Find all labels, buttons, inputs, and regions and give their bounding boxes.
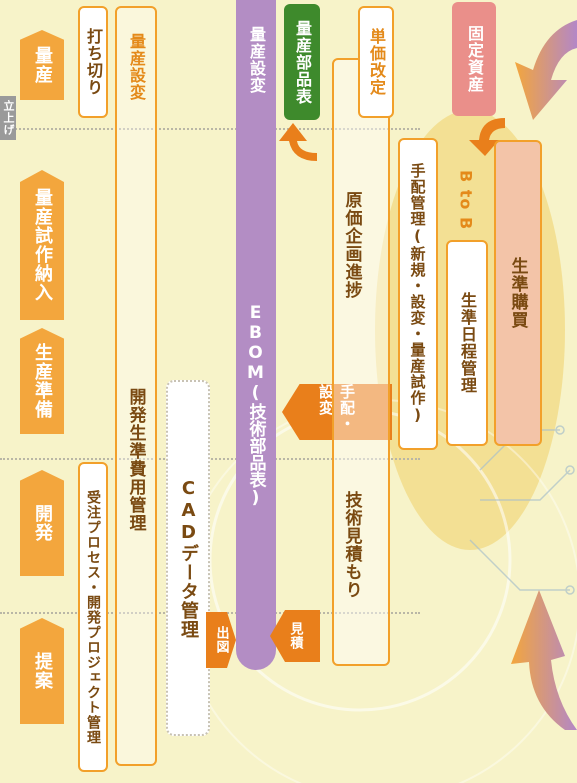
- big-arrow-bottom-icon: [511, 590, 577, 730]
- mbom-box: 量産部品表: [284, 4, 320, 120]
- cost-progress-label: 原価企画進捗: [341, 191, 362, 299]
- order-process-box: 受注プロセス・開発プロジェクト管理: [78, 462, 108, 772]
- separator-line: [0, 458, 420, 460]
- unit-price-box: 単価改定: [358, 6, 394, 118]
- cutoff-box: 打ち切り: [78, 6, 108, 118]
- mass-change-label: 量産設変: [127, 33, 146, 101]
- ebom-label: EBOM(技術部品表): [245, 302, 266, 508]
- purchase-box: 生準購買: [494, 140, 542, 446]
- big-arrow-top-icon: [515, 20, 577, 120]
- phase-launch: 立上げ: [0, 96, 16, 140]
- b-to-b-label: B to B: [456, 169, 476, 231]
- ebom-bar: [236, 0, 276, 670]
- ebom-change-label: 量産設変: [247, 26, 266, 94]
- phase-prep: 生産準備: [20, 328, 64, 434]
- order-mgmt-box: 手配管理(新規・設変・量産試作): [398, 138, 438, 450]
- phase-prototype-delivery: 量産試作納入: [20, 170, 64, 320]
- dev-cost-frame: [115, 6, 157, 766]
- fixed-assets-box: 固定資産: [452, 2, 496, 116]
- ebom-to-mbom-arrow: [279, 123, 317, 161]
- order-change-arrow: 手配・設変: [282, 384, 392, 440]
- purchase-to-assets-arrow: [469, 118, 505, 156]
- separator-line: [0, 128, 420, 130]
- phase-mass-production: 量産: [20, 30, 64, 100]
- cad-data-box: CADデータ管理: [166, 380, 210, 736]
- tech-estimate-label: 技術見積もり: [341, 491, 362, 599]
- phase-development: 開発: [20, 470, 64, 576]
- dev-cost-label: 開発生準費用管理: [125, 388, 146, 532]
- schedule-box: 生準日程管理: [446, 240, 488, 446]
- phase-proposal: 提案: [20, 618, 64, 724]
